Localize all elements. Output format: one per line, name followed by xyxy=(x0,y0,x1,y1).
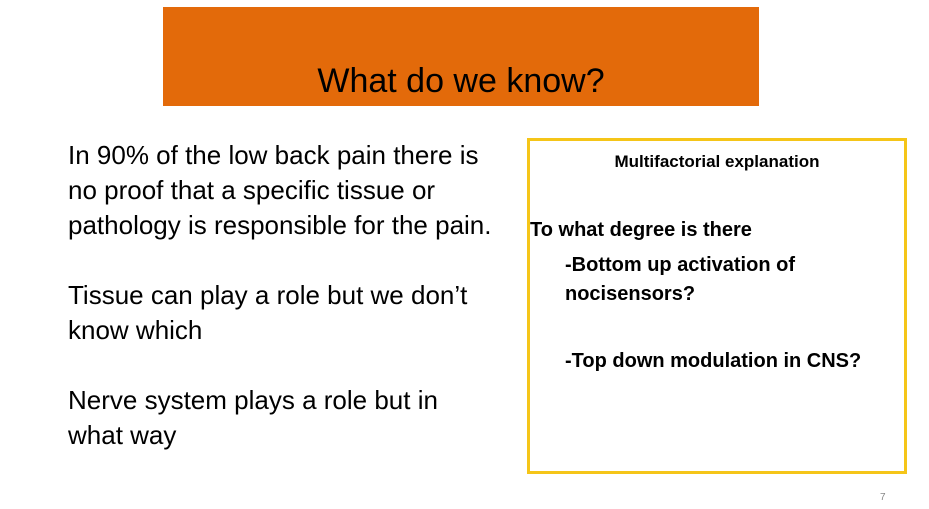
left-text-column: In 90% of the low back pain there is no … xyxy=(68,138,498,453)
box-heading: Multifactorial explanation xyxy=(614,152,820,171)
box-item-top-down: -Top down modulation in CNS? xyxy=(565,350,862,372)
box-item-bottom-up: -Bottom up activation of nocisensors? xyxy=(565,254,795,305)
page-number: 7 xyxy=(880,492,886,503)
explanation-box: Multifactorial explanation To what degre… xyxy=(527,138,907,474)
paragraph-nerve-system: Nerve system plays a role but in what wa… xyxy=(68,385,438,450)
paragraph-low-back-pain: In 90% of the low back pain there is no … xyxy=(68,140,492,240)
title-banner: What do we know? xyxy=(163,7,759,106)
slide-title: What do we know? xyxy=(317,62,605,100)
box-question: To what degree is there xyxy=(530,219,752,241)
paragraph-tissue-role: Tissue can play a role but we don’t know… xyxy=(68,280,468,345)
